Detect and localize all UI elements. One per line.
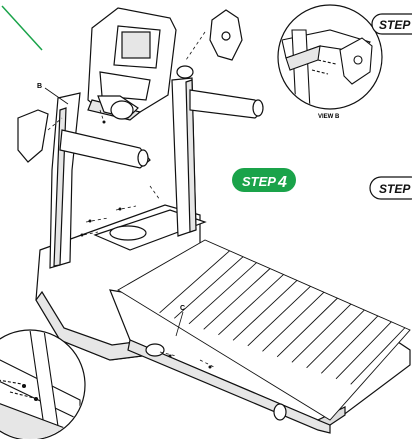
belt-stripe [188,262,257,325]
callout-c-label: C [180,305,185,312]
running-belt [117,239,411,421]
belt-stripe [350,327,406,385]
belt-stripe [276,297,338,358]
belt-stripe [159,250,230,314]
green-leader-line [1,5,43,51]
step-badge-main: STEP 4 [232,168,296,192]
right-side-cover [209,9,243,61]
belt-stripe [291,303,352,363]
step-badge-top-right: STEP [371,13,412,35]
belt-stripe [203,268,271,330]
left-side-cover [17,109,49,163]
belt-stripe [306,309,365,369]
step-badge-main-number: 4 [277,174,287,191]
view-b-label: VIEW B [318,114,340,120]
callout-c-leader [175,311,184,337]
right-upright [171,77,197,237]
step-badge-mid-right: STEP [369,176,412,200]
detail-view-b: VIEW B [277,4,383,120]
belt-stripe [262,291,325,352]
belt-stripe [335,321,392,380]
screws [80,120,212,369]
assembly-dashes [47,31,217,369]
step-badge-mid-right-word: STEP [379,182,411,196]
belt-stripe [232,279,298,341]
step-badge-main-word: STEP [242,174,276,189]
belt-stripe [218,274,284,336]
step-badge-top-right-word: STEP [379,18,411,32]
callout-b-leader [44,87,69,105]
callout-b-label: B [37,83,42,90]
console [87,7,194,121]
left-handrail [59,129,151,169]
belt-stripe [247,285,311,347]
belt-stripe [320,315,379,374]
belt-stripe [173,256,244,319]
detail-view-c [0,329,86,439]
right-handrail [189,89,264,119]
